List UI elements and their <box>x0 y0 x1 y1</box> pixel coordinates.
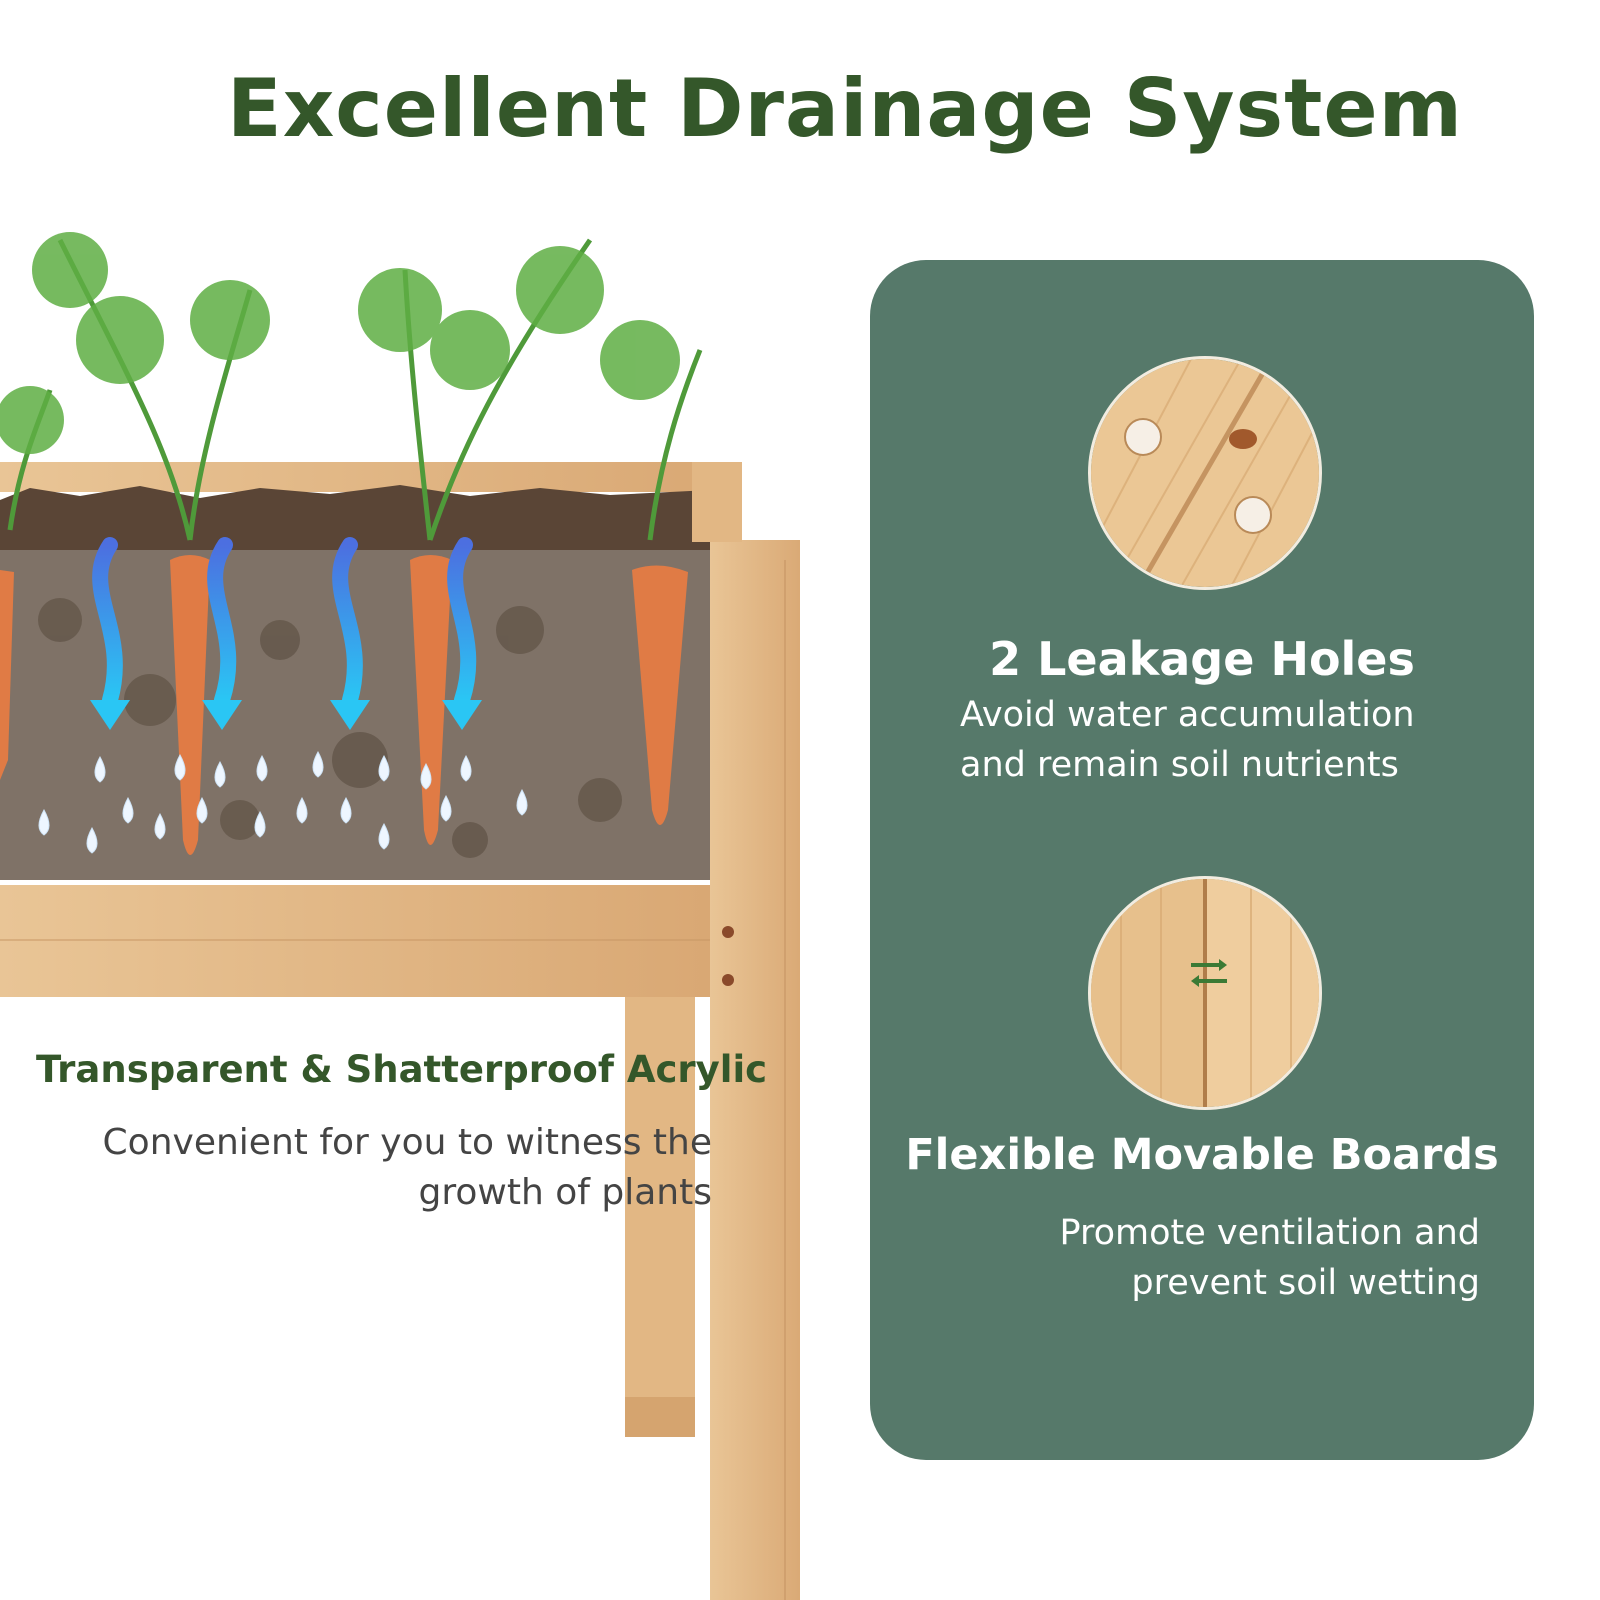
water-drop-icon <box>296 796 308 824</box>
acrylic-description: Convenient for you to witness the growth… <box>102 1122 712 1213</box>
feature-heading: Flexible Movable Boards <box>905 1130 1499 1180</box>
feature-heading: 2 Leakage Holes <box>989 632 1415 686</box>
water-drop-icon <box>312 750 324 778</box>
water-drop-icon <box>420 762 432 790</box>
arrow-down-icon <box>330 700 370 730</box>
water-drop-icon <box>214 760 226 788</box>
arrow-down-icon <box>447 537 477 708</box>
water-drop-icon <box>516 788 528 816</box>
water-drop-icon <box>378 822 390 850</box>
arrow-down-icon <box>442 700 482 730</box>
arrow-down-icon <box>202 700 242 730</box>
water-drop-icon <box>154 812 166 840</box>
acrylic-heading: Transparent & Shatterproof Acrylic <box>36 1048 768 1091</box>
swap-arrows-icon <box>1191 959 1227 987</box>
water-drop-icon <box>94 755 106 783</box>
water-drop-icon <box>460 754 472 782</box>
feature-description: Promote ventilation and prevent soil wet… <box>1059 1213 1480 1303</box>
water-drop-icon <box>378 754 390 782</box>
water-drop-icon <box>256 754 268 782</box>
water-drop-icon <box>86 826 98 854</box>
planter-back-rim <box>0 462 730 492</box>
water-drop-icon <box>340 796 352 824</box>
water-drop-icon <box>254 810 266 838</box>
arrow-down-icon <box>92 537 123 708</box>
leakage-holes-image <box>1088 356 1322 590</box>
water-drop-icon <box>38 808 50 836</box>
movable-boards-image <box>1088 876 1322 1110</box>
features-card: 2 Leakage Holes Avoid water accumulation… <box>870 260 1534 1460</box>
feature-description: Avoid water accumulation and remain soil… <box>960 695 1415 785</box>
water-drop-icon <box>174 753 186 781</box>
arrow-down-icon <box>90 700 130 730</box>
planter-illustration <box>0 232 800 1600</box>
page-title: Excellent Drainage System <box>227 62 1463 155</box>
planter-back-leg <box>625 997 695 1437</box>
water-drop-icon <box>122 796 134 824</box>
water-drop-icon <box>196 796 208 824</box>
arrow-down-icon <box>207 537 237 708</box>
carrots <box>0 555 688 855</box>
water-drop-icon <box>440 794 452 822</box>
arrow-down-icon <box>332 537 363 708</box>
